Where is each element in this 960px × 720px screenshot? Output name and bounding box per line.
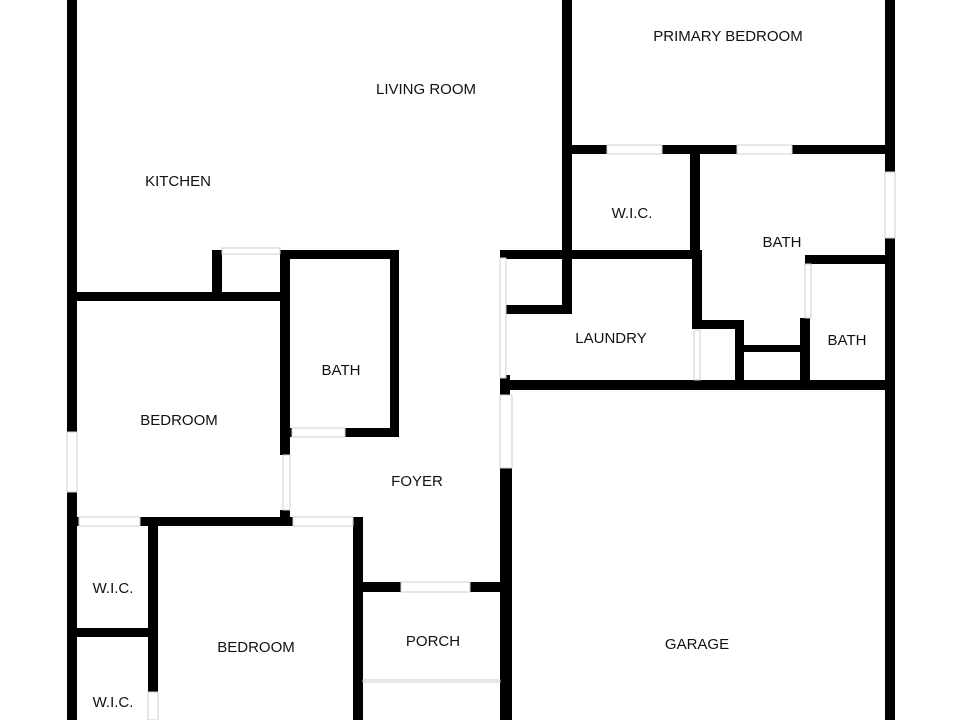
opening-foyer-bedroom-2 <box>292 516 354 527</box>
label-hall-bath: BATH <box>322 362 361 379</box>
label-kitchen: KITCHEN <box>145 173 211 190</box>
label-bedroom-2: BEDROOM <box>217 639 295 656</box>
label-small-bath: BATH <box>828 332 867 349</box>
label-wic-2: W.I.C. <box>93 694 134 711</box>
opening-foyer-garage <box>499 394 513 469</box>
porch-step-line <box>362 679 501 683</box>
label-primary-bedroom: PRIMARY BEDROOM <box>653 28 802 45</box>
room-labels: LIVING ROOM PRIMARY BEDROOM KITCHEN W.I.… <box>93 28 867 711</box>
window-primary-bath <box>884 171 896 239</box>
label-living-room: LIVING ROOM <box>376 81 476 98</box>
label-foyer: FOYER <box>391 473 443 490</box>
opening-laundry-bath <box>693 329 701 381</box>
label-primary-bath: BATH <box>763 234 802 251</box>
opening-primary-bath-door <box>736 144 793 155</box>
label-wic-1: W.I.C. <box>93 580 134 597</box>
label-bedroom-1: BEDROOM <box>140 412 218 429</box>
label-porch: PORCH <box>406 633 460 650</box>
outer-walls <box>67 0 895 720</box>
windows <box>66 144 896 720</box>
opening-bedroom-1-door <box>282 454 291 511</box>
opening-wic-2 <box>147 691 159 720</box>
opening-primary-door <box>606 144 663 155</box>
label-laundry: LAUNDRY <box>575 330 646 347</box>
opening-pantry <box>221 247 281 255</box>
label-primary-wic: W.I.C. <box>612 205 653 222</box>
interior-walls <box>67 0 895 720</box>
opening-laundry-hall <box>499 257 507 379</box>
opening-wic-1 <box>78 516 141 527</box>
opening-bath-door <box>291 427 346 438</box>
opening-porch-door <box>400 581 471 593</box>
opening-small-bath <box>804 263 812 319</box>
window-bedroom-1 <box>66 431 78 493</box>
label-garage: GARAGE <box>665 636 729 653</box>
